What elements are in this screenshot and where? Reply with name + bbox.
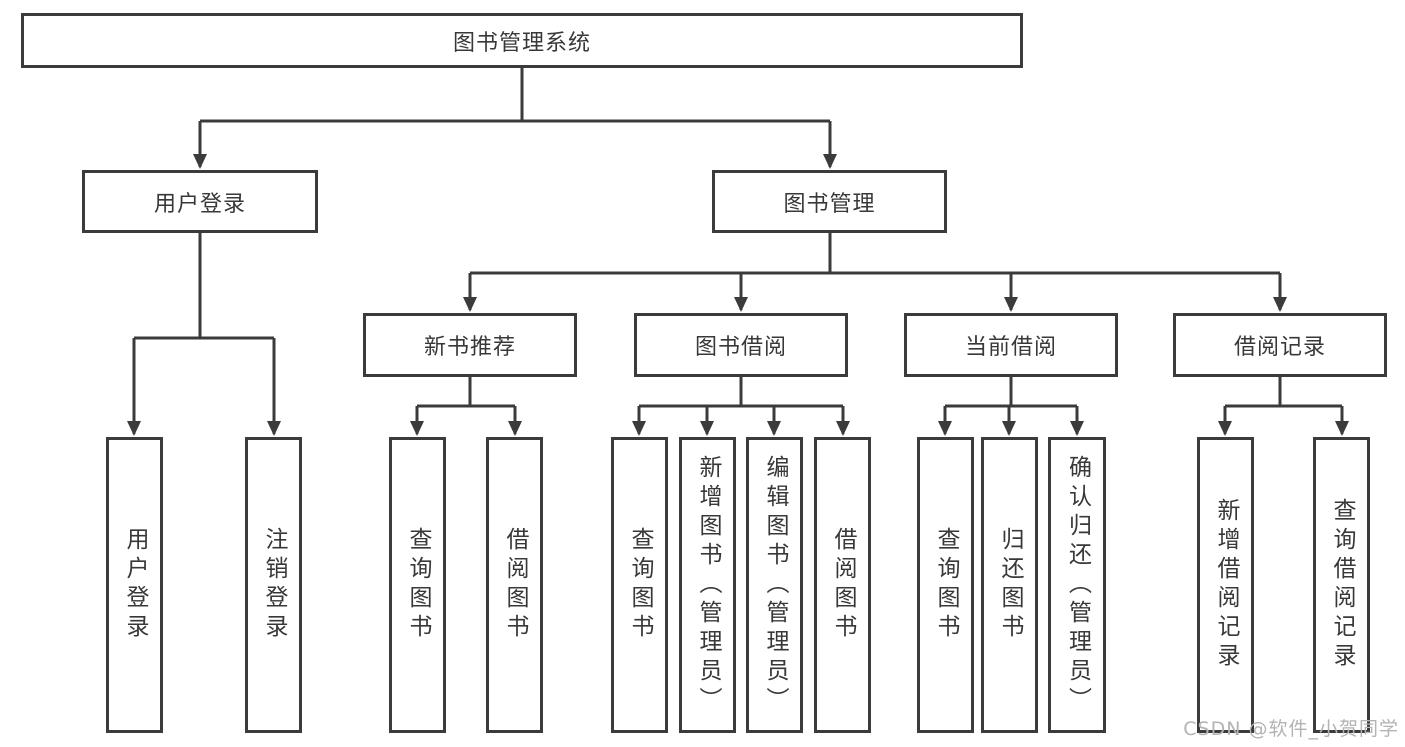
edge-currentborrow-trunk bbox=[945, 377, 1077, 408]
node-current-borrowing: 当前借阅 bbox=[904, 313, 1118, 377]
node-leaf-logout: 注销登录 bbox=[245, 437, 302, 733]
edge-root-trunk bbox=[200, 68, 830, 123]
node-leaf-return-books: 归还图书 bbox=[981, 437, 1038, 733]
edge-bookborrow-trunk bbox=[639, 377, 843, 408]
node-library-system: 图书管理系统 bbox=[21, 13, 1023, 68]
node-new-book-recommend: 新书推荐 bbox=[363, 313, 577, 377]
node-borrowing-records: 借阅记录 bbox=[1173, 313, 1387, 377]
node-leaf-confirm-return-admin: 确认归还（管理员） bbox=[1048, 437, 1106, 733]
node-leaf-add-books-admin: 新增图书（管理员） bbox=[679, 437, 736, 733]
csdn-watermark: CSDN @软件_小贺同学 bbox=[1183, 718, 1399, 740]
edge-userlogin-trunk bbox=[134, 233, 274, 340]
edge-borrowrecords-trunk bbox=[1225, 377, 1342, 408]
node-leaf-add-borrow-record: 新增借阅记录 bbox=[1197, 437, 1254, 733]
node-leaf-query-books-3: 查询图书 bbox=[917, 437, 974, 733]
node-book-management-branch: 图书管理 bbox=[712, 170, 947, 233]
node-book-borrowing: 图书借阅 bbox=[634, 313, 848, 377]
edge-newbookrec-trunk bbox=[417, 377, 515, 408]
node-leaf-user-login: 用户登录 bbox=[106, 437, 163, 733]
node-leaf-borrow-books-1: 借阅图书 bbox=[486, 437, 543, 733]
node-leaf-edit-books-admin: 编辑图书（管理员） bbox=[746, 437, 803, 733]
node-leaf-query-borrow-record: 查询借阅记录 bbox=[1313, 437, 1370, 733]
node-leaf-query-books-2: 查询图书 bbox=[611, 437, 668, 733]
node-leaf-borrow-books-2: 借阅图书 bbox=[814, 437, 871, 733]
edge-bookmgmt-trunk bbox=[470, 233, 1280, 275]
node-leaf-query-books-1: 查询图书 bbox=[389, 437, 446, 733]
node-user-login-branch: 用户登录 bbox=[82, 170, 318, 233]
